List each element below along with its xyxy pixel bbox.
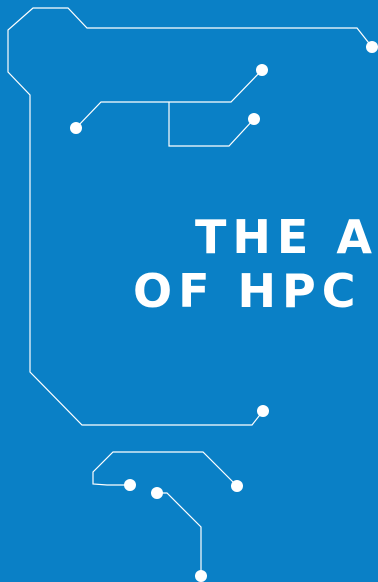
- circuit-node: [70, 122, 82, 134]
- circuit-trace-loop: [168, 101, 255, 147]
- circuit-node: [366, 41, 378, 53]
- circuit-node: [248, 113, 260, 125]
- circuit-node: [151, 487, 163, 499]
- circuit-trace-stem: [156, 492, 202, 577]
- circuit-trace-main: [7, 7, 373, 426]
- circuit-node: [124, 479, 136, 491]
- circuit-node: [257, 405, 269, 417]
- circuit-trace-upper: [75, 69, 263, 129]
- circuit-node: [231, 480, 243, 492]
- circuit-trace-lower-loop: [92, 451, 238, 487]
- poster-headline: THE A OF HPC: [133, 210, 378, 318]
- circuit-node: [195, 570, 207, 582]
- headline-line-2: OF HPC: [133, 264, 362, 318]
- headline-line-1: THE A: [195, 210, 378, 264]
- circuit-node: [256, 64, 268, 76]
